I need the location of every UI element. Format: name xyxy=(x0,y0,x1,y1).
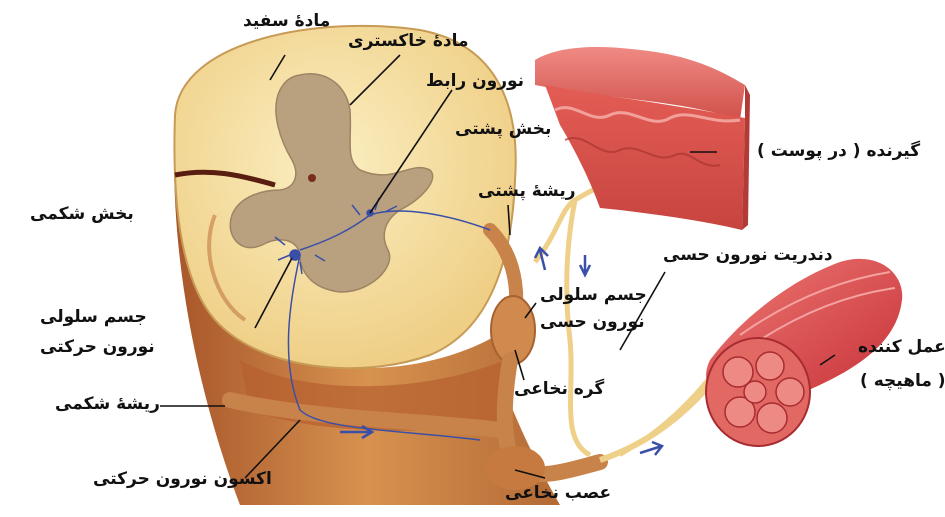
label-sensory-cell-body-1: جسم سلولی xyxy=(540,286,647,306)
label-spinal-ganglion: گره نخاعی xyxy=(514,380,604,400)
central-canal xyxy=(308,174,316,182)
label-effector-1: عمل کننده xyxy=(858,338,945,358)
label-dorsal-part: بخش پشتی xyxy=(455,120,551,140)
label-gray-matter: مادهٔ خاکستری xyxy=(348,32,469,52)
label-interneuron: نورون رابط xyxy=(426,72,524,92)
arrow-from-skin xyxy=(580,255,590,275)
label-dorsal-root: ریشهٔ پشتی xyxy=(478,182,576,202)
label-motor-cell-body-1: جسم سلولی xyxy=(40,308,147,328)
label-ventral-part: بخش شکمی xyxy=(30,205,134,225)
label-ventral-root: ریشهٔ شکمی xyxy=(55,395,160,415)
arrow-to-muscle xyxy=(640,442,662,455)
label-receptor: گیرنده ( در پوست ) xyxy=(757,142,920,162)
label-spinal-nerve: عصب نخاعی xyxy=(505,484,611,504)
label-motor-cell-body-2: نورون حرکتی xyxy=(40,338,155,358)
label-sensory-dendrite: دندریت نورون حسی xyxy=(663,246,833,266)
label-white-matter: مادهٔ سفید xyxy=(243,12,330,32)
label-effector-2: ( ماهیچه ) xyxy=(860,372,945,392)
skin-block xyxy=(535,47,750,230)
label-motor-axon: اکسون نورون حرکتی xyxy=(93,470,272,490)
label-sensory-cell-body-2: نورون حسی xyxy=(540,313,645,333)
